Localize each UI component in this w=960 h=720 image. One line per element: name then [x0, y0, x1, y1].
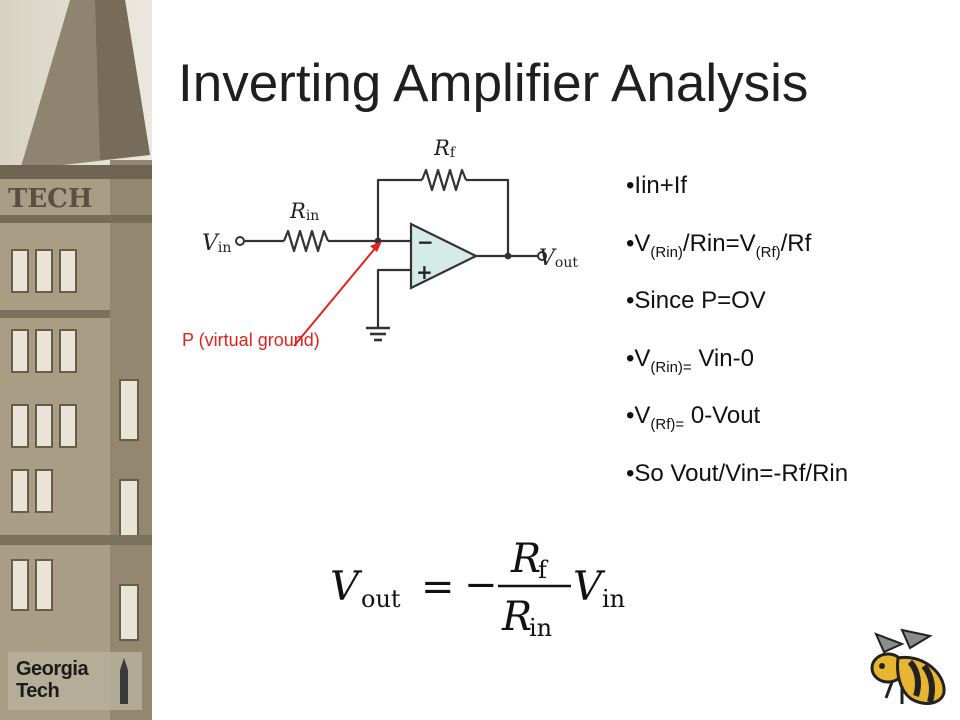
- formula-numerator-sub: f: [538, 556, 549, 584]
- opamp-minus-sign: −: [417, 230, 434, 254]
- formula-denominator-sub: in: [529, 614, 552, 642]
- inverting-amplifier-circuit: − + Vin Rin Rf Vout: [202, 136, 578, 347]
- formula-vout: V: [330, 564, 363, 610]
- arrow-head-icon: [370, 241, 382, 252]
- vout-terminal: [537, 251, 547, 261]
- ground-wire: [376, 268, 416, 328]
- formula-numerator: R: [510, 536, 541, 582]
- bullet-item: •Iin+If: [626, 172, 688, 199]
- ground-icon: [366, 326, 390, 342]
- tower-icon: [120, 658, 128, 704]
- rin-label: R: [289, 199, 306, 223]
- bullet-item: •Since P=OV: [626, 287, 766, 314]
- svg-text:Rin: Rin: [289, 199, 319, 224]
- georgia-tech-logo: Georgia Tech: [8, 652, 138, 710]
- rf-label-sub: f: [450, 145, 457, 161]
- vout-label: V: [539, 246, 557, 271]
- rin-label-sub: in: [306, 208, 320, 224]
- bullet-item: •V(Rf)= 0-Vout: [626, 402, 761, 433]
- vin-label-sub: in: [218, 240, 232, 256]
- virtual-ground-label: P (virtual ground): [182, 330, 320, 350]
- rf-resistor: [420, 168, 468, 192]
- gain-formula: V out = − R f R in V in: [330, 536, 625, 642]
- feedback-right-wire: [466, 178, 510, 256]
- svg-text:Vin: Vin: [202, 231, 231, 256]
- vin-label: V: [202, 231, 220, 256]
- yellow-jacket-bee-icon: [870, 628, 946, 705]
- formula-vin: V: [573, 564, 606, 610]
- bullet-item: •So Vout/Vin=-Rf/Rin: [626, 459, 849, 487]
- tech-sign-text: TECH: [8, 184, 92, 214]
- svg-text:Rf: Rf: [433, 136, 457, 161]
- node-output: [504, 252, 512, 260]
- rin-resistor: [282, 229, 330, 253]
- analysis-bullet-list: •Iin+If •V(Rin)/Rin=V(Rf)/Rf •Since P=OV…: [626, 172, 848, 517]
- formula-vout-sub: out: [361, 585, 401, 613]
- logo-word-georgia: Georgia: [16, 658, 89, 680]
- formula-denominator: R: [501, 594, 532, 640]
- virtual-ground-arrow: [293, 245, 378, 347]
- svg-text:Vout: Vout: [539, 246, 578, 271]
- bullet-item: •V(Rin)= Vin-0: [626, 344, 754, 376]
- bullet-item: •V(Rin)/Rin=V(Rf)/Rf: [626, 229, 812, 261]
- formula-equals: =: [421, 564, 455, 610]
- slide-title: Inverting Amplifier Analysis: [178, 54, 809, 113]
- formula-minus: −: [464, 562, 498, 608]
- vout-label-sub: out: [555, 255, 578, 271]
- sidebar-building-image: TECH: [0, 0, 152, 720]
- feedback-left-wire: [376, 178, 422, 241]
- logo-word-tech: Tech: [16, 680, 60, 702]
- opamp-plus-sign: +: [416, 260, 433, 284]
- rf-label: R: [433, 136, 450, 160]
- vin-terminal: [235, 236, 245, 246]
- formula-vin-sub: in: [602, 585, 625, 613]
- opamp-triangle: [409, 222, 479, 290]
